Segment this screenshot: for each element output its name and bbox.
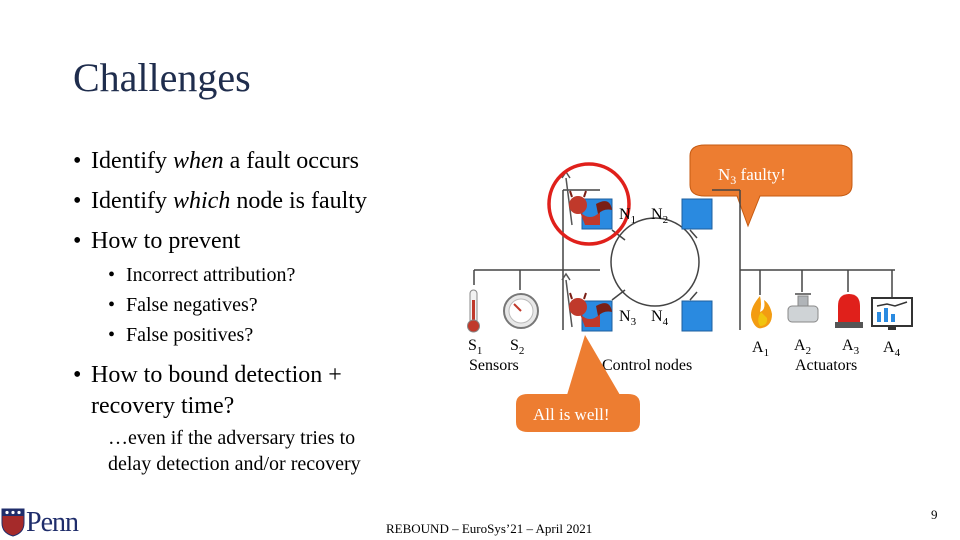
actuator-bus	[712, 189, 895, 330]
fire-icon	[751, 296, 772, 329]
node-label-n1: N1	[619, 206, 636, 226]
faulty-callout: N3 faulty!	[689, 144, 853, 228]
devil-icon	[561, 170, 612, 226]
sensors-label: Sensors	[469, 357, 519, 374]
bullet-bound-time: •How to bound detection +	[73, 362, 342, 388]
faulty-highlight-circle	[547, 162, 631, 246]
actuator-label-a3: A3	[842, 337, 860, 357]
sensor-label-s2: S2	[510, 337, 524, 357]
node-label-n2: N2	[651, 206, 668, 226]
footer: REBOUND – EuroSys’21 – April 2021	[386, 521, 593, 536]
node-n2	[681, 198, 713, 230]
all-is-well-callout: All is well!	[516, 335, 640, 432]
bullet-bound-time-cont: recovery time?	[91, 393, 235, 419]
penn-shield-icon	[1, 508, 25, 537]
devil-icon	[561, 272, 612, 328]
sensor-bus	[473, 189, 600, 330]
svg-text:N3 faulty!: N3 faulty!	[718, 165, 786, 187]
actuators-label: Actuators	[795, 357, 857, 374]
bullet-prevent: •How to prevent	[73, 228, 241, 254]
bullet-which: •Identify which node is faulty	[73, 188, 367, 214]
control-nodes-label: Control nodes	[602, 357, 692, 374]
adversary-note-line2: delay detection and/or recovery	[108, 453, 361, 475]
actuator-label-a1: A1	[752, 339, 769, 359]
actuator-label-a2: A2	[794, 337, 811, 357]
dashboard-icon	[871, 297, 913, 330]
node-label-n3: N3	[619, 308, 637, 328]
valve-icon	[787, 293, 819, 323]
page-number: 9	[931, 507, 938, 522]
sub-bullet-false-negatives: •False negatives?	[108, 294, 258, 316]
sensor-label-s1: S1	[468, 337, 482, 357]
sub-bullet-attribution: •Incorrect attribution?	[108, 264, 296, 286]
bullet-when: •Identify when a fault occurs	[73, 148, 359, 174]
penn-logo: Penn	[26, 507, 79, 538]
actuator-label-a4: A4	[883, 339, 901, 359]
svg-text:All is well!: All is well!	[533, 405, 610, 424]
thermometer-icon	[467, 289, 480, 333]
node-n4	[681, 300, 713, 332]
sub-bullet-false-positives: •False positives?	[108, 324, 254, 346]
gauge-icon	[503, 293, 539, 329]
slide-title: Challenges	[73, 55, 251, 100]
control-ring	[610, 217, 700, 307]
adversary-note-line1: …even if the adversary tries to	[108, 427, 356, 449]
alarm-light-icon	[835, 294, 863, 328]
node-label-n4: N4	[651, 308, 669, 328]
